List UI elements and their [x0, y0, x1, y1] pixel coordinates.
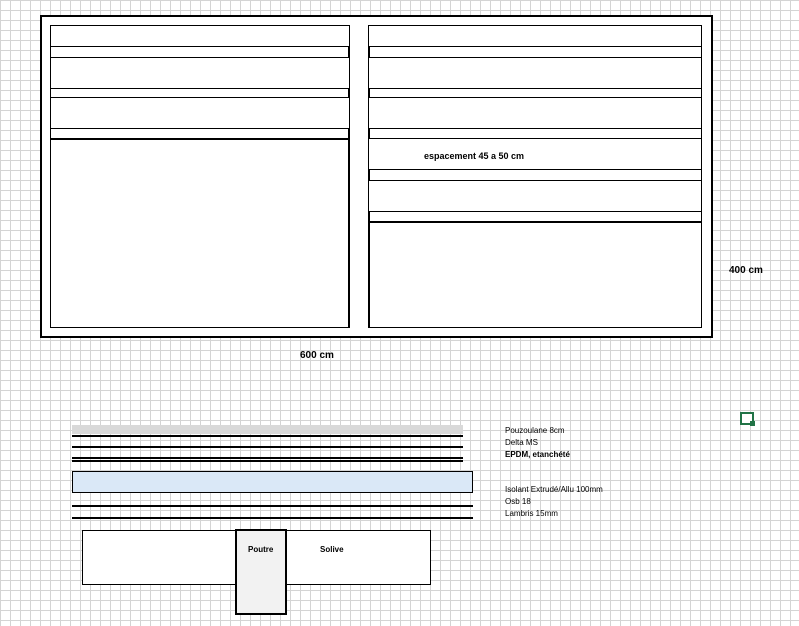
- delta-ms-layer: [72, 435, 463, 437]
- layer-label: Isolant Extrudé/Allu 100mm: [505, 485, 603, 494]
- beam-section: [235, 529, 287, 615]
- right-joist: [368, 138, 702, 170]
- insulation-layer: [72, 471, 473, 493]
- osb-layer: [72, 505, 473, 507]
- left-joist: [50, 57, 350, 89]
- right-joist: [368, 57, 702, 89]
- layer-label: Osb 18: [505, 497, 531, 506]
- layer-label: Pouzoulane 8cm: [505, 426, 565, 435]
- layer-label: Lambris 15mm: [505, 509, 558, 518]
- right-joist: [368, 97, 702, 129]
- height-dimension-label: 400 cm: [729, 265, 763, 276]
- epdm-layer: [72, 460, 463, 462]
- layer-label: Delta MS: [505, 438, 538, 447]
- lambris-layer: [72, 517, 473, 519]
- beam-label: Poutre: [248, 545, 274, 554]
- joist-label: Solive: [320, 545, 344, 554]
- layer-label: EPDM, etanchété: [505, 450, 570, 459]
- width-dimension-label: 600 cm: [300, 350, 334, 361]
- right-joist: [368, 25, 702, 47]
- layer-line: [72, 446, 463, 448]
- fill-handle[interactable]: [750, 421, 755, 426]
- right-joist: [368, 180, 702, 212]
- left-joist: [50, 97, 350, 129]
- right-joist-line: [368, 221, 702, 223]
- gravel-layer: [72, 425, 463, 434]
- spacing-label: espacement 45 a 50 cm: [424, 151, 525, 161]
- central-beam: [348, 25, 370, 328]
- epdm-layer: [72, 457, 463, 459]
- left-joist: [50, 25, 350, 47]
- left-joist-line: [50, 138, 350, 140]
